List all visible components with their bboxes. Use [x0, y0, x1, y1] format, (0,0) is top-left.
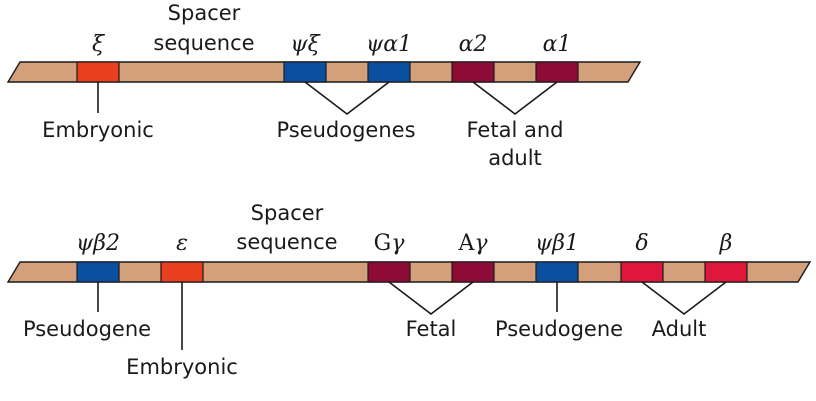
fetal-adult-label-line1: Fetal and — [467, 118, 564, 142]
alpha2-gene-label: α2 — [459, 32, 488, 57]
beta-gene-block — [704, 261, 748, 283]
g-gamma-gene-label: Gγ — [374, 231, 406, 256]
fetal-adult-connector — [472, 81, 558, 116]
alpha-globin-cluster: ξ Spacer sequence ψξ ψα1 α2 α1 Embryonic… — [6, 1, 642, 170]
pseudogene-right-label: Pseudogene — [495, 317, 623, 341]
a-gamma-gene-block — [451, 261, 495, 283]
alpha1-gene-block — [535, 61, 579, 83]
xi-gene-block — [76, 61, 120, 83]
alpha2-gene-block — [451, 61, 495, 83]
g-gamma-gene-block — [367, 261, 411, 283]
embryonic-label: Embryonic — [42, 118, 154, 142]
adult-connector — [641, 281, 727, 316]
psi-xi-gene-block — [283, 61, 327, 83]
psi-alpha1-gene-block — [367, 61, 411, 83]
spacer-label-line2: sequence — [153, 31, 254, 55]
epsilon-gene-label: ε — [176, 231, 188, 256]
spacer-label-line2: sequence — [236, 230, 337, 254]
psi-beta1-gene-label: ψβ1 — [535, 231, 579, 256]
pseudogene-left-label: Pseudogene — [23, 317, 151, 341]
beta-globin-cluster: ψβ2 ε Spacer sequence Gγ Aγ ψβ1 δ β Pseu… — [6, 201, 812, 379]
alpha1-gene-label: α1 — [543, 32, 572, 57]
a-gamma-gene-label: Aγ — [457, 231, 488, 256]
psi-beta2-gene-block — [76, 261, 120, 283]
adult-label: Adult — [652, 317, 707, 341]
embryonic-label: Embryonic — [126, 355, 238, 379]
psi-beta1-gene-block — [535, 261, 579, 283]
psi-alpha1-gene-label: ψα1 — [366, 32, 412, 57]
spacer-label-line1: Spacer — [168, 1, 241, 25]
fetal-label: Fetal — [406, 317, 457, 341]
spacer-label-line1: Spacer — [251, 201, 324, 225]
beta-gene-label: β — [719, 231, 733, 256]
fetal-adult-label-line2: adult — [488, 146, 542, 170]
pseudogenes-connector — [304, 81, 390, 116]
epsilon-gene-block — [160, 261, 204, 283]
xi-gene-label: ξ — [92, 32, 106, 57]
delta-gene-block — [620, 261, 664, 283]
delta-gene-label: δ — [635, 231, 648, 256]
psi-xi-gene-label: ψξ — [290, 32, 321, 57]
fetal-connector — [388, 281, 474, 316]
pseudogenes-label: Pseudogenes — [276, 118, 415, 142]
psi-beta2-gene-label: ψβ2 — [76, 231, 120, 256]
